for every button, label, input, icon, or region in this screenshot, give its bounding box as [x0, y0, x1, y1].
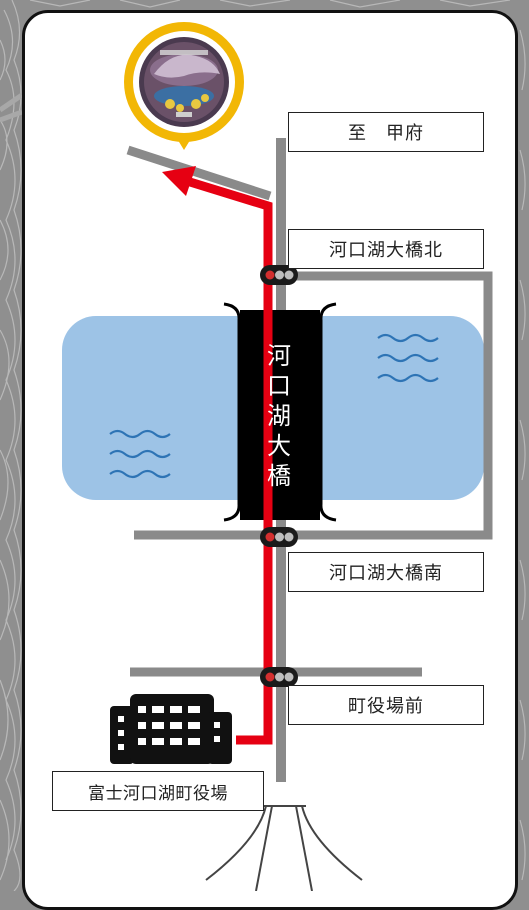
traffic-light-icon: [260, 667, 298, 687]
bridge-rail-right: [319, 302, 337, 522]
manhole-cover-icon: [124, 22, 244, 150]
label-town-office-front: 町役場前: [288, 685, 484, 725]
bridge-name-char: 河: [267, 342, 291, 370]
water-wave-icon: [377, 333, 439, 383]
bridge-name-char: 大: [267, 432, 291, 460]
route-arrow-head: [162, 166, 196, 196]
route-map: [62, 22, 493, 891]
bridge-name-char: 口: [267, 372, 291, 400]
traffic-light-icon: [260, 265, 298, 285]
bridge-rail-left: [223, 302, 241, 522]
label-to-kofu: 至 甲府: [288, 112, 484, 152]
label-north-intersection: 河口湖大橋北: [288, 229, 484, 269]
bridge-name-char: 湖: [267, 402, 291, 430]
building-icon: [110, 694, 232, 764]
route-line: [188, 177, 273, 745]
water-wave-icon: [109, 429, 171, 479]
tower-icon: [205, 805, 363, 891]
bridge-deck: [240, 310, 320, 520]
traffic-light-icon: [260, 527, 298, 547]
label-town-office: 富士河口湖町役場: [52, 771, 264, 811]
bridge-name: 河 口 湖 大 橋: [242, 314, 316, 518]
background-contour-pattern: [0, 0, 526, 891]
label-south-intersection: 河口湖大橋南: [288, 552, 484, 592]
bridge-name-char: 橋: [267, 462, 291, 490]
